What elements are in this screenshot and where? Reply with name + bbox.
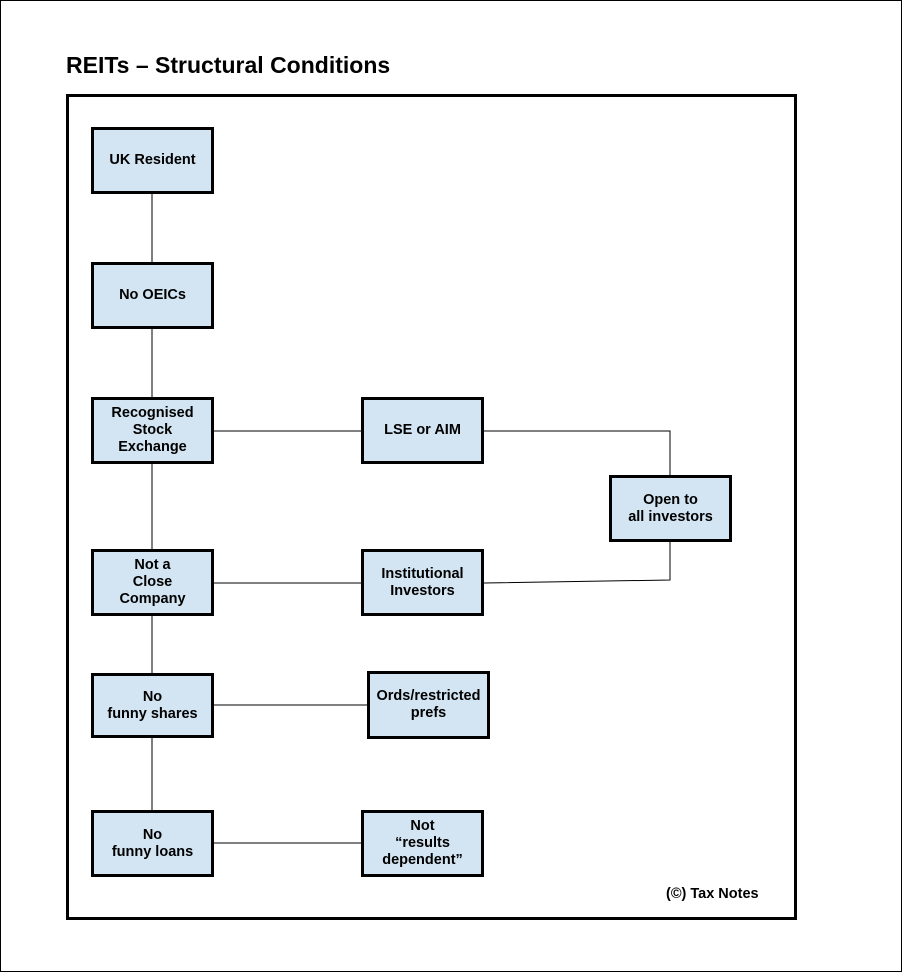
- no-funny-loans-box: No funny loans: [91, 810, 214, 877]
- connector-institutional-open: [483, 541, 671, 584]
- connector-lse-open: [484, 430, 671, 475]
- not-a-close-company-box: Not a Close Company: [91, 549, 214, 616]
- institutional-investors-box: Institutional Investors: [361, 549, 484, 616]
- recognised-stock-exchange-box: Recognised Stock Exchange: [91, 397, 214, 464]
- uk-resident-box: UK Resident: [91, 127, 214, 194]
- no-funny-shares-box: No funny shares: [91, 673, 214, 738]
- not-results-dependent-box: Not “results dependent”: [361, 810, 484, 877]
- ords-restricted-prefs-box: Ords/restricted prefs: [367, 671, 490, 739]
- diagram-title: REITs – Structural Conditions: [66, 52, 391, 78]
- copyright-notice: (©) Tax Notes: [666, 886, 759, 902]
- lse-or-aim-box: LSE or AIM: [361, 397, 484, 464]
- open-to-all-investors-box: Open to all investors: [609, 475, 732, 542]
- no-oeics-box: No OEICs: [91, 262, 214, 329]
